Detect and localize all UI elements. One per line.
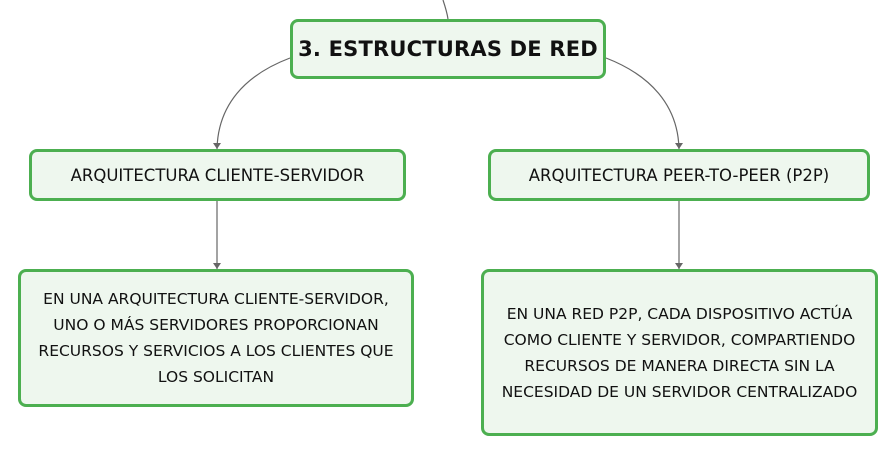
p2p-description-text: EN UNA RED P2P, CADA DISPOSITIVO ACTÚA C… — [501, 304, 858, 401]
arrowhead-p2p — [675, 143, 683, 149]
client-server-description-text: EN UNA ARQUITECTURA CLIENTE-SERVIDOR, UN… — [38, 290, 394, 386]
connector-parent-to-root — [442, 0, 449, 20]
root-node[interactable]: 3. ESTRUCTURAS DE RED — [290, 19, 606, 79]
client-server-node[interactable]: ARQUITECTURA CLIENTE-SERVIDOR — [29, 149, 406, 201]
arrowhead-client-server — [213, 143, 221, 149]
p2p-description-node[interactable]: EN UNA RED P2P, CADA DISPOSITIVO ACTÚA C… — [481, 269, 878, 436]
p2p-node[interactable]: ARQUITECTURA PEER-TO-PEER (P2P) — [488, 149, 870, 201]
client-server-description-node[interactable]: EN UNA ARQUITECTURA CLIENTE-SERVIDOR, UN… — [18, 269, 414, 407]
arrowhead-client-server-description — [213, 263, 221, 269]
p2p-label: ARQUITECTURA PEER-TO-PEER (P2P) — [528, 165, 830, 185]
client-server-label: ARQUITECTURA CLIENTE-SERVIDOR — [70, 165, 365, 185]
arrowhead-p2p-description — [675, 263, 683, 269]
connector-root-to-p2p — [605, 57, 680, 150]
connector-root-to-client-server — [216, 57, 291, 150]
root-node-label: 3. ESTRUCTURAS DE RED — [298, 37, 598, 61]
